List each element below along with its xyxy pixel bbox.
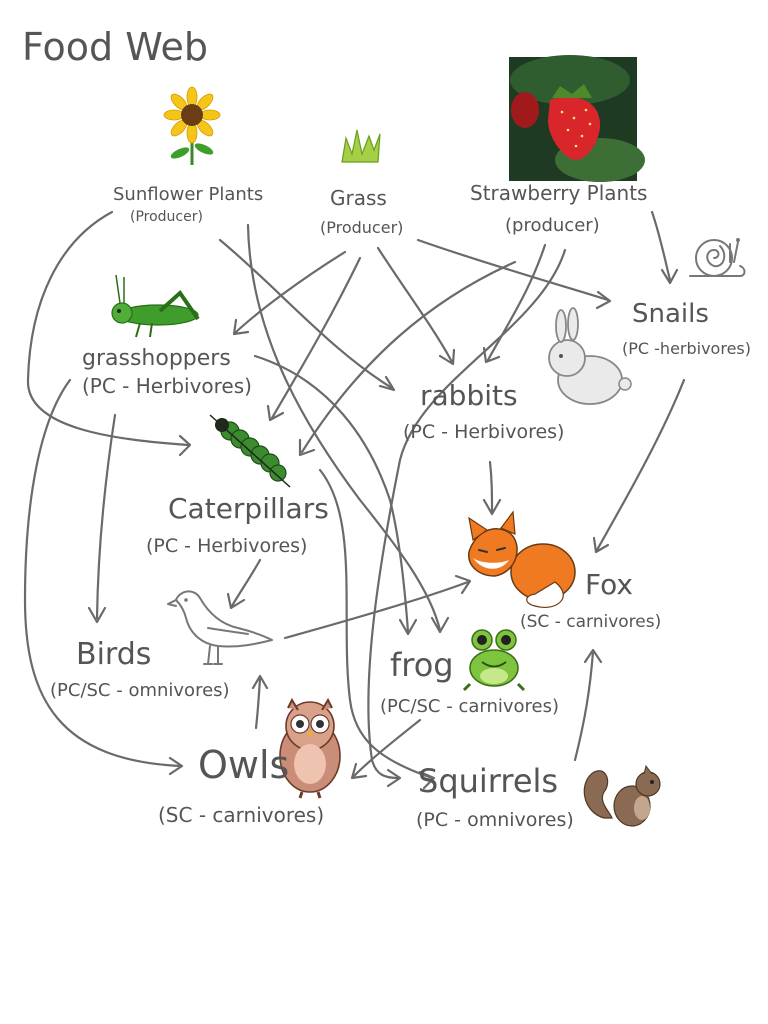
arrow-grass-grasshoppers [234,250,347,334]
node-role: (SC - carnivores) [520,612,661,632]
node-caterpillars: Caterpillars (PC - Herbivores) [146,492,329,557]
node-frog: frog (PC/SC - carnivores) [380,646,559,717]
arrow-birds-fox [283,580,470,640]
node-sunflower: Sunflower Plants (Producer) [113,184,263,225]
node-name: Caterpillars [168,492,329,525]
node-rabbits: rabbits (PC - Herbivores) [403,379,564,443]
node-role: (producer) [505,215,600,236]
arrow-strawberry-rabbits [486,243,547,362]
arrow-squirrels-fox [573,650,595,762]
node-name: grasshoppers [82,346,231,371]
node-role: (PC - Herbivores) [403,421,564,443]
node-name: Strawberry Plants [470,181,647,205]
grasshopper-icon [111,274,200,338]
caterpillar-icon [209,414,291,488]
node-birds: Birds (PC/SC - omnivores) [50,637,230,701]
node-grass: Grass (Producer) [320,186,403,237]
node-name: Fox [585,568,633,601]
node-role: (PC - Herbivores) [82,374,252,398]
node-fox: Fox (SC - carnivores) [520,568,661,632]
arrows [23,210,686,790]
arrow-caterpillars-birds [230,558,262,608]
arrow-strawberry-snails [650,210,672,282]
node-role: (Producer) [320,218,403,237]
arrow-grasshoppers-owls [23,378,182,768]
strawberry-photo [509,55,645,182]
node-role: (PC/SC - carnivores) [380,696,559,717]
arrow-owls-birds [254,676,262,730]
frog-icon [462,629,526,692]
page-title: Food Web [22,25,208,69]
arrow-sunflower-frog [246,223,442,632]
grass-icon [341,129,381,163]
fox-icon [468,510,576,608]
sunflower-icon [163,86,221,165]
arrow-squirrels-owls [352,718,422,778]
node-role: (Producer) [130,209,203,225]
node-name: Snails [632,299,709,329]
node-squirrels: Squirrels (PC - omnivores) [416,762,574,831]
node-owls: Owls (SC - carnivores) [158,743,324,827]
arrow-caterpillars-squirrels [318,468,434,780]
owl-icon [279,697,341,799]
node-name: Owls [198,743,289,787]
node-grasshoppers: grasshoppers (PC - Herbivores) [82,346,252,398]
arrow-rabbits-fox [488,460,494,514]
node-name: Sunflower Plants [113,184,263,205]
arrow-grass-caterpillars [270,256,362,420]
node-role: (PC -herbivores) [622,339,751,358]
node-name: rabbits [420,379,518,412]
node-role: (PC - Herbivores) [146,535,307,557]
arrow-strawberry-caterpillars [300,260,517,454]
node-role: (PC/SC - omnivores) [50,680,230,701]
node-name: frog [390,646,454,684]
squirrel-icon [583,764,661,827]
node-role: (PC - omnivores) [416,809,574,831]
arrow-snails-fox [595,378,686,552]
arrow-grass-rabbits [376,246,454,364]
node-name: Squirrels [418,762,558,800]
arrow-strawberry-squirrels [367,248,567,780]
node-name: Birds [76,637,151,672]
rabbit-icon [548,307,632,405]
arrow-sunflower-caterpillars [26,210,190,447]
arrow-grasshoppers-frog [253,354,410,634]
node-strawberry: Strawberry Plants (producer) [470,181,647,236]
arrow-grasshoppers-birds [95,413,117,620]
node-name: Grass [330,186,387,210]
snail-icon [689,238,746,277]
bird-icon [167,590,273,665]
node-snails: Snails (PC -herbivores) [622,299,751,358]
arrow-grass-snails [416,238,610,302]
arrow-sunflower-rabbits [218,238,394,390]
node-role: (SC - carnivores) [158,803,324,827]
